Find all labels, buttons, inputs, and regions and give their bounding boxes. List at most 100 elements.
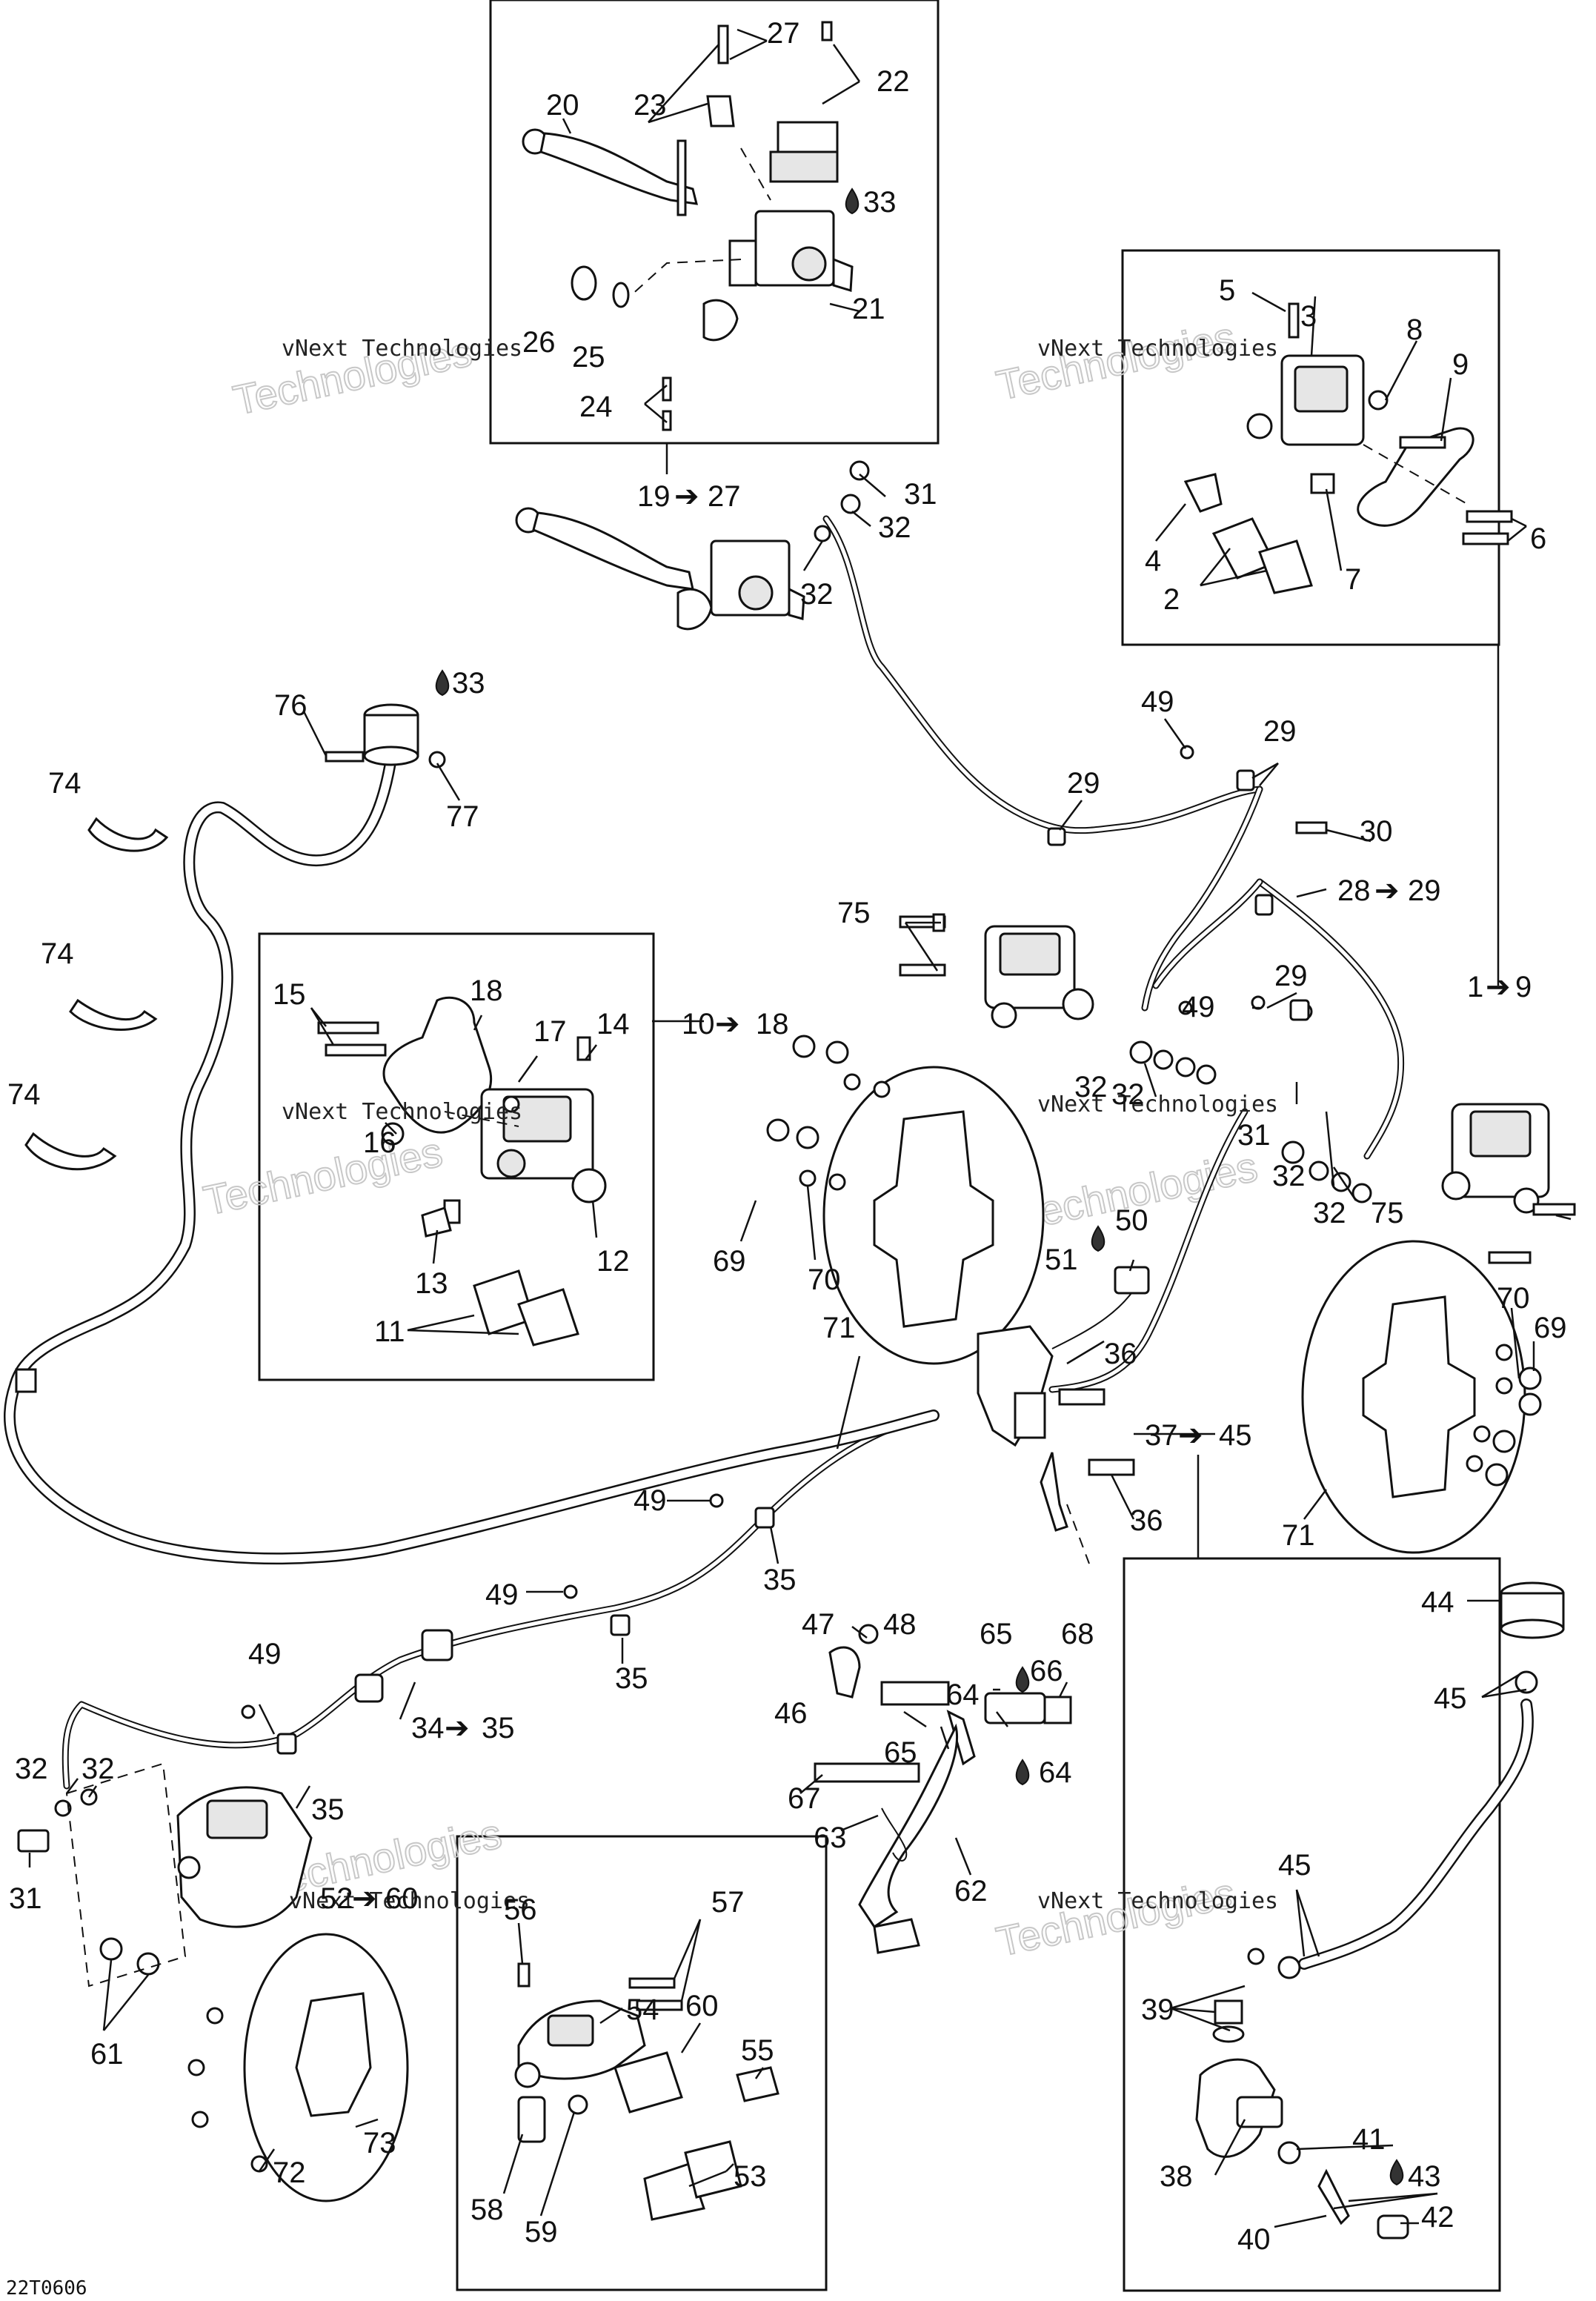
callout-label: 2 [1163,583,1180,616]
rear-master-cylinder-detail [1195,1581,1565,2239]
watermark-big: Technologies [199,1128,446,1224]
callout-label: 54 [626,1993,659,2026]
callout-label: 5 [1219,274,1235,307]
callout-label: 70 [1497,1282,1530,1315]
callout-label: 8 [1406,313,1423,346]
callout-label: 49 [1141,685,1174,718]
callout-label: 64 [946,1679,980,1711]
drop-icon [1091,1225,1105,1252]
callout-label: 47 [802,1608,835,1641]
callout-label: 3 [1300,300,1317,333]
callout-label: 45 [1219,1419,1252,1452]
callout-label: 11 [374,1315,405,1348]
callout-label: 35 [763,1564,797,1596]
callout-label: 19 [637,480,671,513]
callout-label: 64 [1039,1756,1072,1789]
callout-label: 20 [546,89,579,122]
callout-label: 69 [713,1245,746,1278]
callout-label: 40 [1237,2223,1271,2256]
arrow-icon: ➔ [1486,971,1511,1003]
callout-label: 6 [1530,522,1546,555]
arrow-icon: ➔ [352,1882,377,1915]
front-left-caliper-assy [899,913,1094,1029]
front-reservoir [325,703,446,768]
cable-sleeve [421,1629,453,1661]
detail-box-master-cylinder [489,0,940,445]
watermark-text: vNext Technologies [1037,336,1278,362]
callout-label: 49 [634,1484,667,1517]
callout-label: 31 [1237,1119,1271,1152]
callout-label: 9 [1515,971,1532,1003]
callout-label: 32 [878,511,911,544]
hand-brake-lever-detail [522,21,854,431]
callout-label: 15 [273,978,306,1011]
callout-label: 13 [415,1267,448,1300]
callout-label: 72 [273,2156,306,2189]
callout-label: 31 [904,478,937,511]
callout-label: 75 [837,897,871,929]
callout-label: 1 [1467,971,1483,1003]
cable-clamps [241,745,1328,1755]
callout-labels: 20 23 27 22 33 26 25 24 21 19 27 31 32 3… [7,17,1567,2256]
callout-label: 75 [1371,1197,1404,1229]
callout-label: 29 [1274,960,1308,992]
callout-label: 38 [1160,2160,1193,2193]
drawing-code: 22T0606 [6,2277,87,2300]
fluid-drops [435,187,1404,2186]
front-brake-line [822,515,1263,834]
reservoir-hose [4,743,940,1565]
rear-reservoir-hose [1298,1699,1534,1970]
callout-label: 37 [1145,1419,1178,1452]
rear-caliper-assy [17,1762,313,1988]
callout-label: 24 [579,391,613,423]
callout-label: 49 [1182,991,1215,1023]
watermark-text: vNext Technologies [1037,1888,1278,1914]
callout-label: 27 [708,480,741,513]
front-right-disc-bolts [1466,1344,1542,1487]
cable-sleeve [354,1673,384,1703]
callout-label: 65 [980,1618,1013,1650]
callout-label: 73 [363,2127,396,2159]
callout-label: 44 [1421,1586,1454,1618]
callout-label: 52 [320,1882,353,1915]
callout-label: 39 [1141,1993,1174,2026]
callout-label: 50 [1115,1204,1148,1237]
callout-label: 60 [685,1990,719,2022]
callout-label: 56 [504,1893,537,1926]
arrow-icon: ➔ [674,480,699,513]
callout-label: 57 [711,1886,745,1919]
callout-label: 29 [1408,874,1441,907]
front-left-caliper-detail [317,996,607,1347]
callout-label: 77 [446,800,479,833]
front-left-disc-bolts [766,1035,891,1191]
drop-icon [845,187,859,215]
callout-label: 70 [808,1264,841,1296]
front-right-brake-disc [1301,1240,1526,1554]
callout-label: 10 [682,1008,715,1040]
callout-label: 51 [1045,1244,1078,1276]
callout-label: 68 [1061,1618,1094,1650]
callout-label: 65 [884,1736,917,1769]
callout-label: 32 [82,1753,115,1785]
drop-icon [1015,1759,1030,1786]
callout-label: 26 [522,326,556,359]
callout-label: 12 [596,1245,630,1278]
callout-label: 74 [7,1078,41,1111]
callout-label: 31 [9,1882,42,1915]
callout-label: 33 [863,186,897,219]
hose-end [15,1368,37,1393]
arrow-icon: ➔ [1178,1419,1203,1452]
callout-label: 9 [1452,348,1469,381]
callout-label: 36 [1104,1338,1137,1370]
callout-label: 14 [596,1008,630,1040]
callout-label: 27 [767,17,800,50]
callout-label: 29 [1067,767,1100,800]
handlebar-master-cylinder-assy [515,460,870,631]
callout-label: 34 [411,1712,445,1744]
detail-box-front-caliper-right [1121,249,1500,646]
callout-label: 58 [471,2194,504,2226]
callout-label: 35 [482,1712,515,1744]
watermark-text: vNext Technologies [1037,1092,1278,1118]
callout-label: 69 [1534,1312,1567,1344]
